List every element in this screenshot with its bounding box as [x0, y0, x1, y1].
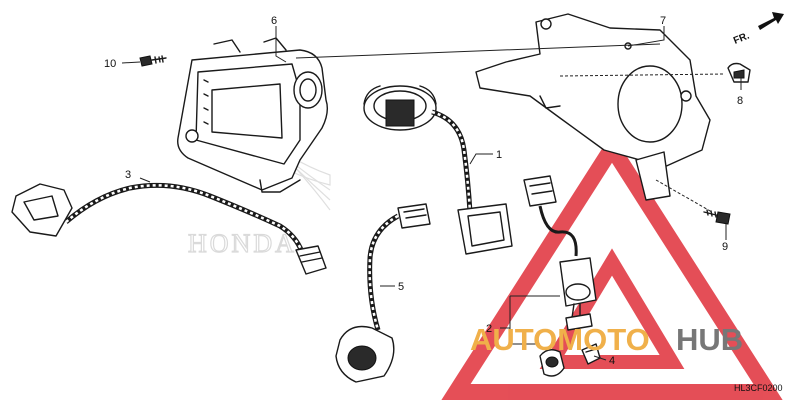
screw-part-10: [139, 55, 167, 67]
diagram-code: HL3CF0200: [734, 383, 783, 393]
background-brand-text: HONDA: [188, 229, 297, 258]
callout-8: 8: [737, 95, 743, 107]
callout-2: 2: [486, 323, 492, 335]
watermark-text-part2: HUB: [676, 322, 743, 357]
ignition-switch-part-2: [523, 175, 597, 377]
callout-labels: 6 10 7 3 1 5 8 9 2 4: [104, 15, 743, 367]
harness-part-1: [363, 85, 513, 255]
watermark-text: AUTOMOTO HUB: [470, 322, 743, 357]
watermark-text-part1: AUTOMOTO: [470, 322, 650, 357]
callout-1: 1: [496, 149, 502, 161]
callout-10: 10: [104, 58, 116, 70]
leader-lines: [121, 26, 742, 361]
front-arrow-icon: [758, 12, 784, 30]
harness-part-5: [335, 203, 431, 383]
meter-assembly: [177, 37, 329, 193]
callout-4: 4: [609, 355, 615, 367]
callout-5: 5: [398, 281, 404, 293]
front-direction-indicator: FR.: [732, 12, 784, 47]
callout-9: 9: [722, 241, 728, 253]
callout-3: 3: [125, 169, 131, 181]
bolt-part-9: [703, 209, 731, 225]
harness-part-3: [11, 182, 327, 275]
front-direction-label: FR.: [732, 30, 751, 46]
callout-6: 6: [271, 15, 277, 27]
callout-7: 7: [660, 15, 666, 27]
grommet-part-8: [727, 62, 751, 83]
watermark-triangle: [441, 133, 783, 400]
bracket-part-7: [475, 13, 711, 201]
background-wing-logo: HONDA: [187, 78, 331, 259]
